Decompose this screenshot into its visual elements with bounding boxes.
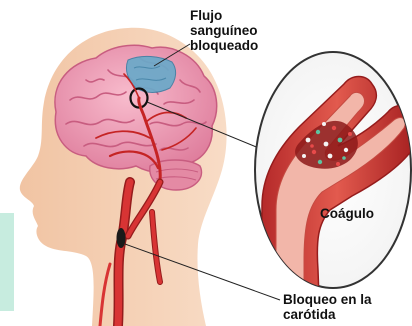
carotid-block-label-line: carótida bbox=[283, 307, 372, 322]
accent-panel bbox=[0, 213, 14, 311]
carotid-block-label: Bloqueo en la carótida bbox=[283, 292, 372, 322]
carotid-plaque bbox=[117, 228, 126, 248]
clot-label-text: Coágulo bbox=[320, 206, 374, 221]
blocked-flow-label-line: bloqueado bbox=[190, 38, 258, 53]
blocked-flow-label-line: sanguíneo bbox=[190, 23, 258, 38]
carotid-block-label-line: Bloqueo en la bbox=[283, 292, 372, 307]
blocked-flow-label-line: Flujo bbox=[190, 8, 258, 23]
clot-label: Coágulo bbox=[320, 206, 374, 221]
blocked-flow-label: Flujo sanguíneo bloqueado bbox=[190, 8, 258, 53]
